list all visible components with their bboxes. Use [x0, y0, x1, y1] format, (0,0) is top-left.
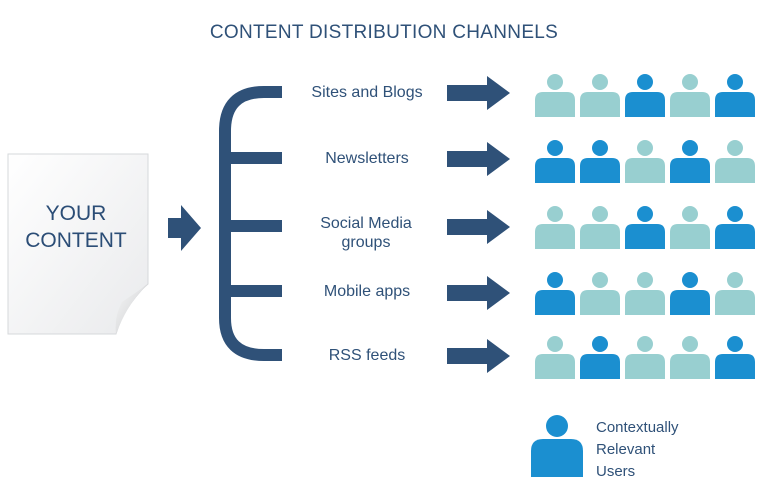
- your-content-line1: YOUR: [45, 202, 107, 225]
- person-icon: [625, 140, 665, 183]
- right-arrow-icon: [447, 142, 510, 176]
- person-icon: [670, 336, 710, 379]
- legend-label: Contextually Relevant Users: [596, 417, 679, 483]
- person-icon: [535, 74, 575, 117]
- person-icon: [535, 272, 575, 315]
- right-arrow-icon: [447, 339, 510, 373]
- person-icon: [670, 140, 710, 183]
- person-icon: [535, 206, 575, 249]
- person-icon: [580, 206, 620, 249]
- legend-line1: Contextually: [596, 419, 679, 436]
- channel-label-sites-blogs: Sites and Blogs: [311, 84, 423, 101]
- channel-label-social-media: Social Media groups: [320, 215, 412, 251]
- right-arrow-icon: [447, 276, 510, 310]
- channel-label-rss-feeds: RSS feeds: [328, 347, 406, 364]
- person-icon: [715, 336, 755, 379]
- legend-line2: Relevant: [596, 441, 656, 458]
- channel-label-newsletters: Newsletters: [325, 150, 409, 167]
- content-arrow-icon: [168, 205, 201, 251]
- paper-page-icon: [7, 153, 149, 335]
- distribution-bracket: [219, 86, 282, 361]
- person-icon: [625, 74, 665, 117]
- person-icon: [580, 74, 620, 117]
- your-content-label: YOUR CONTENT: [6, 200, 146, 254]
- channel-label-mobile-apps: Mobile apps: [323, 283, 411, 300]
- channel-arrows: [447, 76, 510, 373]
- person-icon: [535, 336, 575, 379]
- person-icon: [715, 74, 755, 117]
- person-icon: [580, 272, 620, 315]
- person-icon: [625, 336, 665, 379]
- legend-person-icon: [531, 415, 583, 477]
- right-arrow-icon: [447, 76, 510, 110]
- person-icon: [625, 272, 665, 315]
- person-icon: [715, 272, 755, 315]
- person-icon: [715, 206, 755, 249]
- person-icon: [715, 140, 755, 183]
- diagram-title: CONTENT DISTRIBUTION CHANNELS: [209, 22, 559, 43]
- person-icon: [625, 206, 665, 249]
- user-grid: [535, 74, 755, 379]
- person-icon: [670, 206, 710, 249]
- person-icon: [535, 140, 575, 183]
- person-icon: [580, 140, 620, 183]
- right-arrow-icon: [447, 210, 510, 244]
- person-icon: [670, 74, 710, 117]
- legend-line3: Users: [596, 463, 636, 480]
- your-content-line2: CONTENT: [25, 229, 127, 252]
- person-icon: [670, 272, 710, 315]
- person-icon: [580, 336, 620, 379]
